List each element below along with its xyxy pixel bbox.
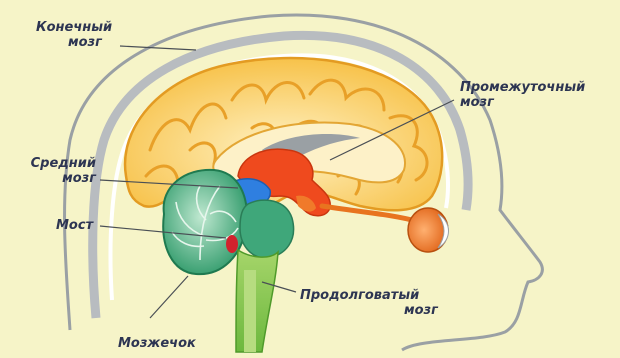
label-telencephalon: Конечный мозг — [36, 20, 112, 50]
label-medulla: Продолговатый мозг — [300, 288, 438, 318]
medulla — [236, 250, 278, 352]
fourth-ventricle — [226, 235, 238, 253]
label-pons-line1: Мост — [56, 218, 93, 233]
pons — [240, 200, 294, 258]
label-midbrain-line1: Средний — [30, 156, 96, 171]
label-telencephalon-line1: Конечный — [36, 20, 112, 35]
label-telencephalon-line2: мозг — [36, 35, 112, 50]
label-medulla-line1: Продолговатый — [300, 288, 438, 303]
label-diencephalon: Промежуточный мозг — [460, 80, 585, 110]
label-pons: Мост — [56, 218, 93, 233]
label-diencephalon-line1: Промежуточный — [460, 80, 585, 95]
label-cerebellum: Мозжечок — [118, 336, 196, 351]
spinal-cord — [244, 270, 256, 352]
label-cerebellum-line1: Мозжечок — [118, 336, 196, 351]
label-midbrain-line2: мозг — [30, 171, 96, 186]
label-midbrain: Средний мозг — [30, 156, 96, 186]
label-diencephalon-line2: мозг — [460, 95, 585, 110]
label-medulla-line2: мозг — [300, 303, 438, 318]
